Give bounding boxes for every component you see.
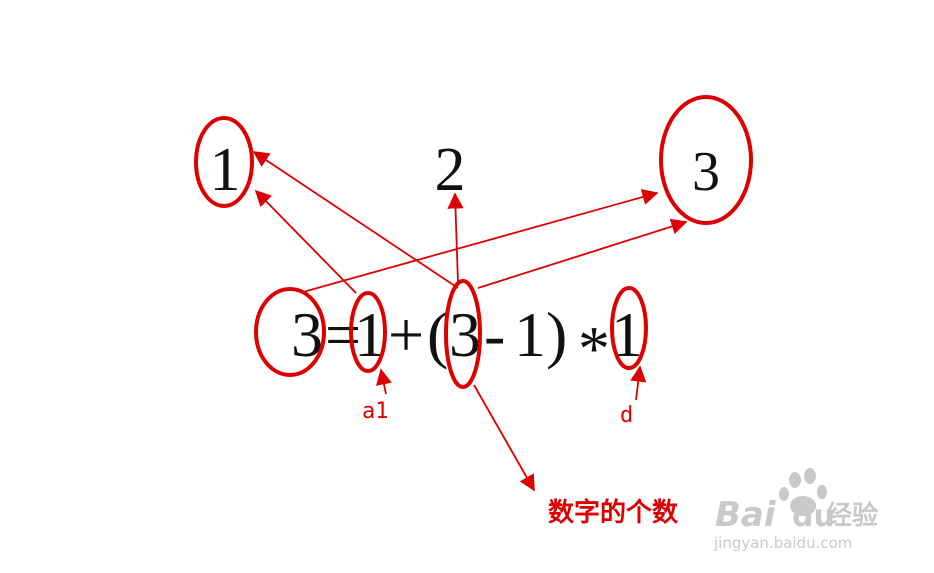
watermark-url: jingyan.baidu.com <box>713 534 852 552</box>
watermark-brand-du: du <box>792 499 835 534</box>
label-a1: a1 <box>362 399 389 424</box>
circle-n <box>444 279 482 389</box>
label-count-of-numbers: 数字的个数 <box>548 497 679 528</box>
arrow-n-to-top-2 <box>447 192 464 284</box>
top-number-2: 2 <box>435 136 466 204</box>
arrow-label-d <box>630 365 647 401</box>
top-number-1: 1 <box>210 136 241 204</box>
label-d: d <box>620 403 633 428</box>
paw-icon <box>779 468 827 516</box>
watermark-suffix: 经验 <box>826 500 878 531</box>
equation-plus: + <box>388 299 424 370</box>
circle-top-1 <box>194 116 254 208</box>
circle-top-3 <box>659 95 753 225</box>
arrow-n-to-count-label <box>473 384 535 492</box>
arrow-lhs-to-top-3 <box>302 189 659 293</box>
equation-close-paren: ) <box>546 299 567 370</box>
arrow-a1-to-top-1 <box>254 189 357 294</box>
equation-open-paren: ( <box>427 299 448 370</box>
arrow-label-a1 <box>376 368 392 395</box>
equation-one: 1 <box>514 299 546 370</box>
circle-a1 <box>349 291 387 373</box>
circle-lhs-3 <box>254 287 326 377</box>
top-number-3: 3 <box>692 141 720 203</box>
watermark-brand: Bai <box>715 495 777 535</box>
circle-d <box>610 286 648 370</box>
baidu-jingyan-watermark: Bai du 经验 jingyan.baidu.com <box>713 468 878 552</box>
arrow-n-to-top-1 <box>252 151 459 289</box>
arrow-n-to-top-3 <box>477 218 688 289</box>
equation-minus: - <box>484 299 505 370</box>
equation-times: * <box>578 313 610 384</box>
equation-n: 3 <box>449 299 481 370</box>
